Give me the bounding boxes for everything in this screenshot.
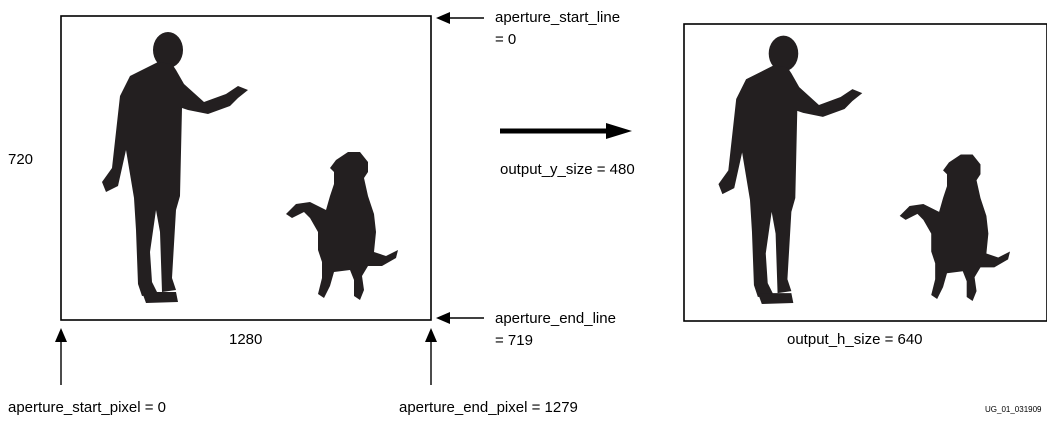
input-height-label: 720 [8,151,34,168]
start-line-arrow [436,12,484,24]
input-image-silhouettes [102,32,398,303]
figure-id: UG_01_031909 [985,405,1042,414]
output-frame [683,23,1047,322]
aperture-end-line-value: = 719 [495,332,533,349]
aperture-start-pixel-label: aperture_start_pixel = 0 [8,399,167,416]
end-line-arrow [436,312,484,324]
end-pixel-arrow [425,328,437,385]
aperture-end-line-label: aperture_end_line [495,310,616,327]
transform-arrow [500,123,632,139]
output-y-size-label: output_y_size = 480 [500,161,635,178]
aperture-start-line-value: = 0 [495,31,517,48]
input-width-label: 1280 [229,331,263,348]
aperture-start-line-label: aperture_start_line [495,9,621,26]
output-h-size-label: output_h_size = 640 [787,331,923,348]
aperture-end-pixel-label: aperture_end_pixel = 1279 [399,399,578,416]
input-frame [60,15,432,321]
output-image-silhouettes [718,35,1011,304]
start-pixel-arrow [55,328,67,385]
